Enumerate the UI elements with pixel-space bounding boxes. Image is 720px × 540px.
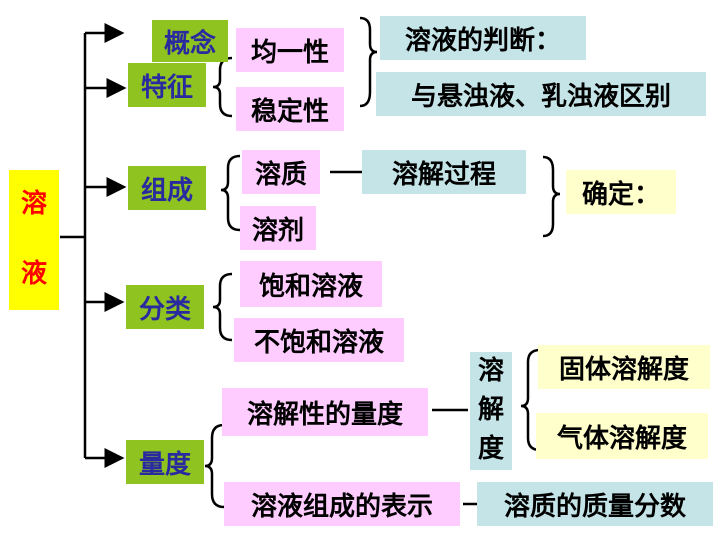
root-char-1: 溶 [20, 189, 47, 220]
unsaturated-solution: 不饱和溶液 [234, 318, 404, 362]
solubility-measure: 溶解性的量度 [222, 388, 428, 436]
solubility-char-3: 度 [477, 434, 504, 465]
node-classification: 分类 [126, 285, 204, 329]
solid-solubility: 固体溶解度 [538, 345, 710, 389]
mass-fraction: 溶质的质量分数 [477, 482, 713, 526]
gas-solubility: 气体溶解度 [536, 413, 708, 459]
solubility-char-1: 溶 [477, 355, 504, 386]
saturated-solution: 饱和溶液 [240, 261, 382, 307]
dissolution-process: 溶解过程 [362, 150, 526, 194]
solubility-char-2: 解 [477, 395, 504, 426]
node-measure: 量度 [126, 440, 204, 484]
solubility-vertical: 溶 解 度 [470, 352, 512, 470]
node-concept: 概念 [152, 20, 228, 62]
determine-label: 确定： [566, 170, 676, 214]
composition-representation: 溶液组成的表示 [224, 482, 460, 526]
composition-solvent: 溶剂 [240, 206, 316, 250]
feature-stability: 稳定性 [236, 87, 344, 131]
composition-solute: 溶质 [242, 150, 320, 194]
judgement-solution: 溶液的判断： [380, 16, 586, 60]
root-node: 溶 液 [9, 170, 59, 310]
node-feature: 特征 [128, 63, 206, 107]
feature-uniformity: 均一性 [236, 28, 344, 72]
judgement-difference: 与悬浊液、乳浊液区别 [376, 72, 706, 116]
root-char-2: 液 [20, 259, 47, 290]
node-composition: 组成 [128, 166, 206, 210]
